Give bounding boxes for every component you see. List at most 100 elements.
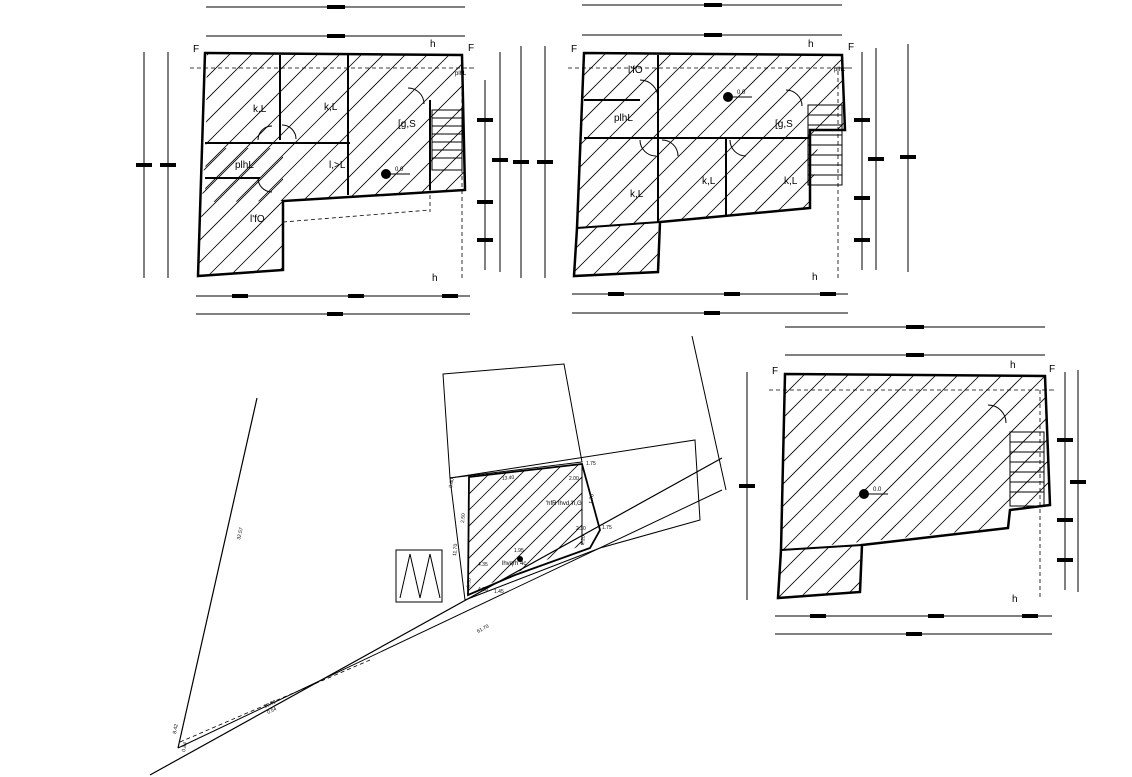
room-label: k,L — [324, 102, 338, 113]
hatch-line — [337, 53, 465, 202]
dimension-text: 2.50 — [460, 513, 467, 523]
plan-2-hatch-main — [577, 53, 845, 228]
hatch-line — [468, 464, 525, 593]
hatch-line — [287, 140, 432, 285]
dimension-text: 4.35 — [478, 562, 488, 568]
hatch-line — [198, 148, 283, 276]
hatch-line — [841, 53, 845, 228]
section-marker-label: F — [772, 366, 778, 377]
hatch-line — [904, 374, 1050, 550]
hatch-line — [220, 148, 283, 276]
hatch-line — [198, 148, 213, 276]
hatch-line — [948, 374, 1050, 550]
arrow-label: h — [812, 272, 818, 283]
site-boundary-line — [177, 397, 258, 749]
plan-3-right-dimensions — [1057, 370, 1086, 592]
dimension-text: 0.60 — [448, 478, 456, 489]
hatch-line — [468, 464, 509, 593]
plan-3-outer-wall — [776, 372, 1052, 600]
stair-label: plhL — [455, 71, 467, 77]
hatch-line — [198, 148, 283, 276]
hatch-line — [425, 53, 465, 202]
dimension-text: 2.00 — [569, 476, 579, 482]
hatch-line — [577, 53, 637, 228]
hatch-line — [468, 464, 573, 593]
dimension-text: 1.75 — [602, 525, 612, 531]
hatch-line — [198, 148, 257, 276]
room-label: l,>L — [329, 160, 346, 171]
level-datum-icon — [517, 556, 523, 562]
hatch-line — [315, 455, 460, 600]
plan-1-right-dimensions — [477, 46, 553, 278]
section-marker-label: F — [848, 42, 854, 53]
dimension-text: 3.50 — [466, 578, 473, 588]
hatch-line — [860, 374, 1050, 550]
dimension-text: 8.42 — [172, 724, 180, 735]
hatch-line — [315, 53, 465, 202]
hatch-line — [775, 53, 845, 228]
plan-1-hatch-main — [30, 45, 635, 210]
hatch-line — [577, 53, 725, 228]
arrow-label: h — [808, 39, 814, 50]
hatch-line — [468, 464, 541, 593]
dimension-text: 1.75 — [586, 461, 596, 467]
hatch-line — [198, 148, 235, 276]
dimension-text: 1.70 — [588, 494, 596, 505]
room-label: l'fO — [628, 65, 643, 76]
hatch-line — [30, 45, 195, 210]
dimension-text: 4.35 — [478, 587, 488, 593]
hatch-line — [577, 53, 769, 228]
plan-2-right-dimensions — [854, 44, 916, 272]
plan-2-bottom-dimensions — [572, 292, 848, 315]
neighbour-plot — [442, 363, 583, 479]
hatch-line — [227, 53, 394, 202]
floor-plan-3: F F h h 0.0 — [739, 325, 1086, 636]
floor-plan-1: F F h h k,L k,L [g,S plhL l,>L l'fO plhL… — [30, 5, 635, 316]
hatch-line — [577, 53, 681, 228]
dimension-text: 1.45 — [494, 589, 504, 595]
hatch-line — [687, 53, 845, 228]
room-label: [g,S — [775, 119, 793, 130]
hatch-line — [470, 45, 635, 210]
room-label: [g,S — [398, 119, 416, 130]
hatch-line — [205, 53, 372, 202]
hatch-line — [781, 374, 947, 550]
hatch-line — [781, 374, 969, 550]
hatch-line — [474, 464, 582, 593]
floor-plan-2: F F h h l'fO plhL [g,S k,L k,L k,L plhL … — [568, 3, 916, 315]
hatch-line — [797, 53, 845, 228]
dimension-text: 0.84 — [181, 742, 189, 753]
dimension-text: 1.95 — [514, 548, 524, 554]
north-arrow-icon: h — [430, 39, 436, 50]
plan-1-top-dimensions — [206, 5, 465, 38]
hatch-line — [778, 545, 837, 598]
arrow-label: h — [1010, 360, 1016, 371]
section-marker-label: F — [468, 43, 474, 54]
hatch-line — [468, 464, 477, 593]
hatch-line — [599, 53, 791, 228]
site-hatch — [315, 455, 582, 600]
hatch-line — [249, 53, 416, 202]
hatch-line — [621, 53, 813, 228]
dimension-text: 11.70 — [452, 543, 459, 556]
hatch-line — [816, 374, 1013, 550]
section-marker-label: F — [571, 44, 577, 55]
hatch-line — [205, 53, 240, 202]
hatch-line — [643, 53, 835, 228]
dimension-text: 32.57 — [236, 527, 245, 541]
hatch-line — [781, 374, 903, 550]
room-label: k,L — [630, 189, 644, 200]
plan-3-bottom-dimensions — [775, 614, 1052, 636]
ramp-block — [395, 549, 443, 603]
plan-1-stair — [431, 109, 463, 171]
room-label: plhL — [614, 113, 633, 124]
adjacent-plot — [449, 439, 701, 601]
room-label: k,L — [702, 176, 716, 187]
arrow-label: h — [432, 273, 438, 284]
hatch-line — [198, 148, 279, 276]
room-label: l'fO — [250, 214, 265, 225]
level-label: 0.0 — [395, 167, 404, 173]
hatch-line — [205, 53, 306, 202]
arrow-label: h — [1012, 594, 1018, 605]
